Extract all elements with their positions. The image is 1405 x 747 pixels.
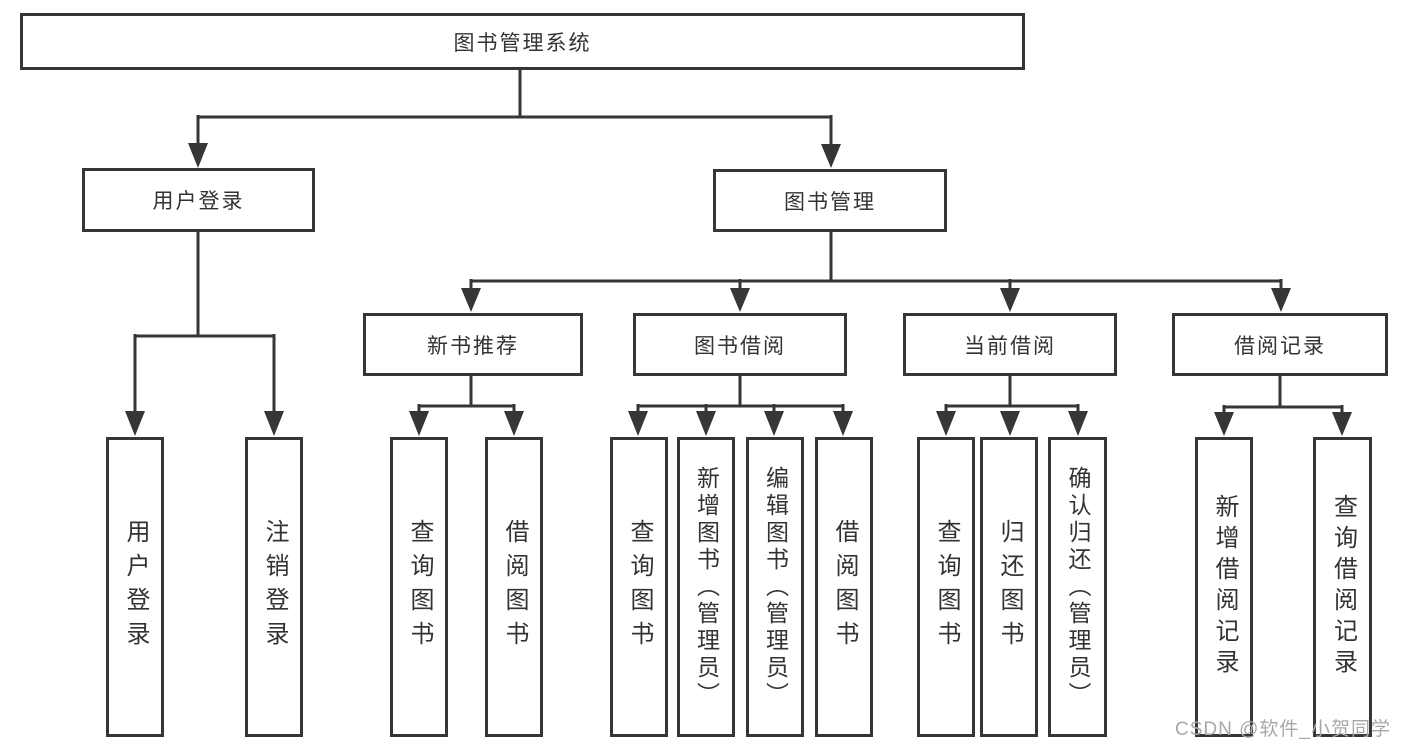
leaf-recommend-borrow-books: 借阅图书: [485, 437, 543, 737]
node-new-book-recommend-label: 新书推荐: [427, 334, 519, 358]
leaf-borrowing-edit-books: 编辑图书（管理员）: [746, 437, 804, 737]
connector-book-management-to-level3: [461, 230, 1291, 312]
leaf-records-add-record: 新增借阅记录: [1195, 437, 1253, 737]
leaf-current-return-books: 归还图书: [980, 437, 1038, 737]
node-book-borrowing: 图书借阅: [633, 313, 847, 376]
leaf-records-add-record-label: 新增借阅记录: [1211, 494, 1238, 680]
node-borrowing-records: 借阅记录: [1172, 313, 1388, 376]
node-root-label: 图书管理系统: [453, 31, 592, 55]
node-current-borrowing-label: 当前借阅: [964, 334, 1056, 358]
leaf-records-search-record: 查询借阅记录: [1313, 437, 1372, 737]
leaf-recommend-search-books: 查询图书: [390, 437, 448, 737]
connector-borrowing-records-to-leaves: [1214, 374, 1352, 436]
connector-user-login-to-leaves: [125, 230, 284, 436]
watermark: CSDN @软件_小贺同学: [1175, 719, 1391, 740]
node-book-management: 图书管理: [713, 169, 947, 232]
leaf-borrowing-search-books: 查询图书: [610, 437, 668, 737]
leaf-recommend-borrow-books-label: 借阅图书: [501, 519, 528, 655]
connector-root-to-level2: [188, 68, 841, 168]
leaf-borrowing-borrow-books-label: 借阅图书: [831, 519, 858, 655]
leaf-current-confirm-return: 确认归还（管理员）: [1048, 437, 1107, 737]
leaf-user-login: 用户登录: [106, 437, 164, 737]
node-book-management-label: 图书管理: [784, 190, 876, 214]
node-borrowing-records-label: 借阅记录: [1234, 334, 1326, 358]
leaf-current-search-books: 查询图书: [917, 437, 975, 737]
leaf-borrowing-add-books-label: 新增图书（管理员）: [693, 465, 720, 709]
leaf-borrowing-search-books-label: 查询图书: [626, 519, 653, 655]
node-current-borrowing: 当前借阅: [903, 313, 1117, 376]
leaf-current-confirm-return-label: 确认归还（管理员）: [1065, 465, 1091, 709]
node-book-borrowing-label: 图书借阅: [694, 334, 786, 358]
node-new-book-recommend: 新书推荐: [363, 313, 583, 376]
leaf-records-search-record-label: 查询借阅记录: [1329, 494, 1357, 680]
node-user-login: 用户登录: [82, 168, 315, 232]
connector-book-borrowing-to-leaves: [628, 374, 853, 436]
leaf-user-login-label: 用户登录: [122, 519, 149, 655]
node-root: 图书管理系统: [20, 13, 1025, 70]
connector-current-borrowing-to-leaves: [936, 374, 1088, 436]
leaf-borrowing-borrow-books: 借阅图书: [815, 437, 873, 737]
leaf-current-return-books-label: 归还图书: [996, 519, 1023, 655]
connector-new-book-recommend-to-leaves: [409, 374, 524, 436]
leaf-borrowing-add-books: 新增图书（管理员）: [677, 437, 735, 737]
leaf-logout-label: 注销登录: [261, 519, 288, 655]
node-user-login-label: 用户登录: [152, 190, 245, 213]
leaf-current-search-books-label: 查询图书: [933, 519, 960, 655]
leaf-logout: 注销登录: [245, 437, 303, 737]
leaf-borrowing-edit-books-label: 编辑图书（管理员）: [762, 465, 789, 709]
leaf-recommend-search-books-label: 查询图书: [406, 519, 433, 655]
